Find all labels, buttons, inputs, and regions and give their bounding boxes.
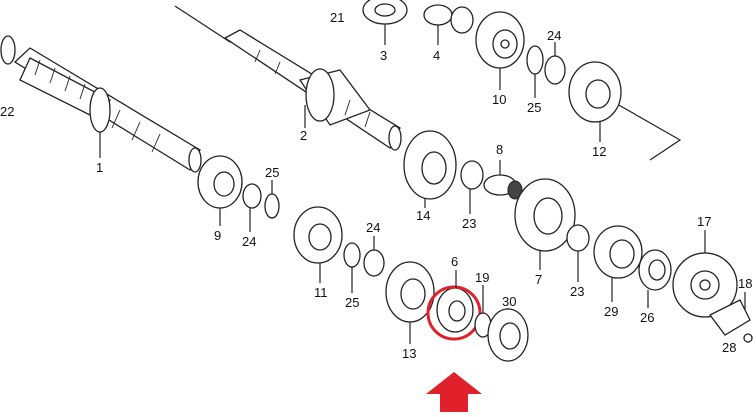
callout-7: 7	[535, 272, 542, 287]
highlight-arrow	[426, 372, 482, 412]
callout-25-mid: 25	[345, 295, 359, 310]
callout-24-mid: 24	[366, 220, 380, 235]
callout-26: 26	[640, 310, 654, 325]
callout-11: 11	[314, 285, 328, 300]
part-3-gear	[362, 0, 408, 25]
callout-28: 28	[722, 340, 736, 355]
frame-line-right	[609, 99, 682, 161]
callout-8: 8	[496, 142, 503, 157]
callout-25: 25	[527, 100, 541, 115]
part-25-circlip-mid	[343, 242, 361, 268]
callout-10: 10	[492, 92, 506, 107]
callout-17: 17	[697, 214, 711, 229]
part-25-circlip-left	[264, 193, 280, 219]
part-11-gear	[293, 206, 343, 264]
callout-12: 12	[592, 144, 606, 159]
callout-21: 21	[330, 10, 344, 25]
callout-18: 18	[738, 276, 752, 291]
part-26-bearing	[638, 249, 672, 291]
callout-2: 2	[300, 128, 307, 143]
callout-labels: 21 3 4 10 24 25 22 2 12 1 8 25 9 24 14 2…	[0, 10, 752, 361]
part-18-bolt	[743, 333, 753, 343]
part-24-washer-mid	[363, 249, 385, 277]
leader-lines	[99, 24, 746, 344]
callout-25-left: 25	[265, 165, 279, 180]
part-14-gear	[403, 130, 457, 200]
callout-29: 29	[604, 304, 618, 319]
part-2-mainshaft	[223, 29, 402, 151]
part-23-washer-right	[566, 224, 590, 252]
part-30-bearing	[487, 308, 529, 362]
callout-3: 3	[380, 48, 387, 63]
callout-6: 6	[451, 254, 458, 269]
part-17-sprocket	[672, 252, 738, 318]
highlight-ring	[426, 285, 482, 341]
part-7-gear	[514, 178, 576, 252]
callout-24-left: 24	[242, 234, 256, 249]
part-23-washer-top	[460, 160, 484, 190]
callout-22: 22	[0, 104, 14, 119]
part-25-circlip-top	[526, 45, 544, 75]
part-29-bearing	[593, 225, 643, 279]
callout-13: 13	[402, 346, 416, 361]
callout-23-right: 23	[570, 284, 584, 299]
part-12-gear	[568, 61, 622, 123]
callout-14: 14	[416, 208, 430, 223]
callout-19: 19	[475, 270, 489, 285]
part-10-gear	[475, 11, 525, 69]
part-9-gear	[197, 155, 243, 209]
callout-1: 1	[96, 160, 103, 175]
part-4-bushing	[423, 4, 474, 34]
callout-24: 24	[547, 28, 561, 43]
part-1-countershaft	[13, 47, 202, 173]
callout-9: 9	[214, 228, 221, 243]
part-28-plate	[709, 299, 751, 336]
callout-23: 23	[462, 216, 476, 231]
callout-30: 30	[502, 294, 516, 309]
part-8-bushing	[483, 174, 523, 200]
part-24-washer-top	[544, 55, 566, 85]
part-24-washer-left	[242, 183, 262, 209]
part-6-gear	[436, 287, 474, 333]
callout-4: 4	[433, 48, 440, 63]
part-13-gear	[385, 261, 435, 323]
part-22-washer	[0, 35, 16, 65]
